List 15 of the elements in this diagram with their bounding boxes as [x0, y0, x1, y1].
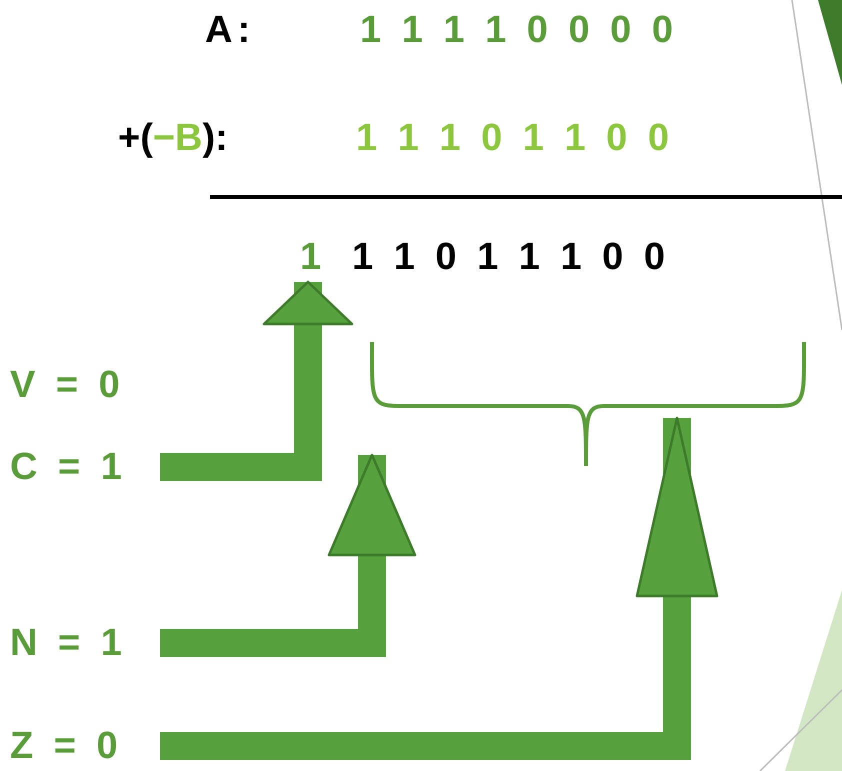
carry-bit: 1: [300, 232, 326, 282]
result-bits: 1 1 0 1 1 1 0 0: [352, 232, 670, 282]
block-arrow: [160, 416, 718, 760]
row-label: ):: [202, 116, 228, 161]
row-label: −B: [152, 116, 202, 161]
flag-label: N = 1: [10, 618, 127, 668]
row-label: +(: [118, 116, 153, 161]
binary-number: 1 1 1 1 0 0 0 0: [360, 8, 678, 53]
flag-label: C = 1: [10, 442, 127, 492]
binary-number: 1 1 1 0 1 1 0 0: [356, 116, 674, 161]
flag-label: V = 0: [10, 360, 125, 410]
block-arrow: [160, 454, 416, 657]
flag-label: Z = 0: [10, 721, 123, 771]
row-label: A:: [205, 8, 256, 53]
block-arrow: [160, 280, 354, 481]
